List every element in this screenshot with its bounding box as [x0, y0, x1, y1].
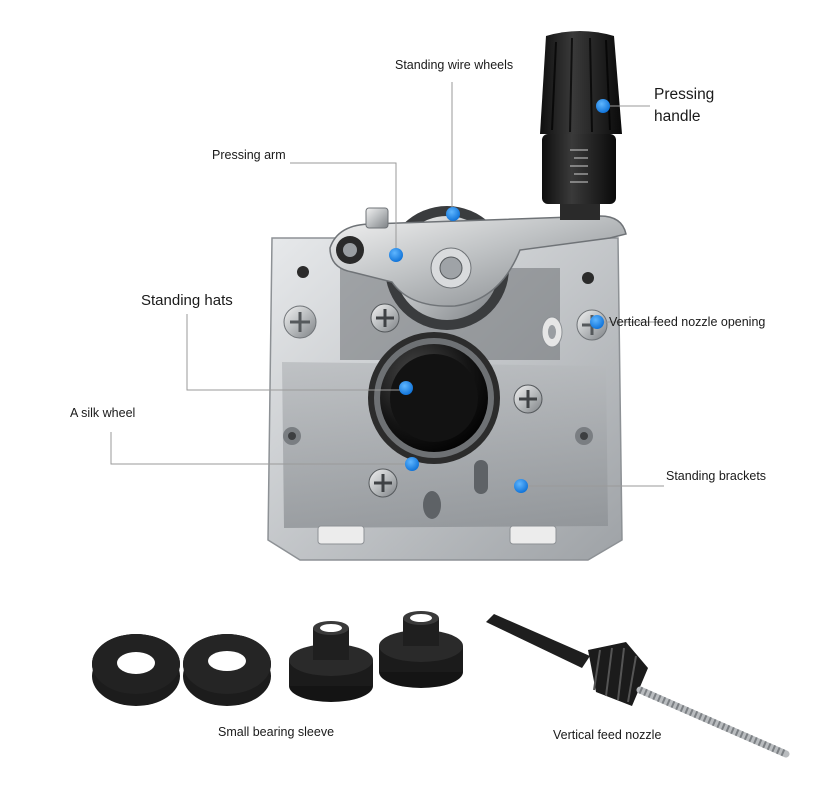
label-pressing-arm: Pressing arm [212, 148, 286, 162]
label-a-silk-wheel: A silk wheel [70, 406, 136, 420]
leader-lines [110, 82, 664, 487]
label-standing-wire-wheels: Standing wire wheels [395, 58, 514, 72]
marker-pressing-arm [389, 248, 403, 262]
marker-pressing-handle [596, 99, 610, 113]
pressing-handle [540, 31, 622, 220]
label-vertical-feed-nozzle-opening: Vertical feed nozzle opening [609, 315, 766, 329]
marker-silk-wheel [405, 457, 419, 471]
nozzle-opening-fitting [541, 316, 563, 348]
bearing-sleeve-flat-2 [183, 634, 271, 706]
label-standing-hats: Standing hats [141, 292, 233, 309]
vertical-feed-nozzle-part [486, 614, 790, 758]
bearing-sleeve-flanged-2 [379, 611, 463, 688]
marker-standing-brackets [514, 479, 528, 493]
label-vertical-feed-nozzle: Vertical feed nozzle [553, 728, 662, 742]
marker-nozzle-opening [590, 315, 604, 329]
label-small-bearing-sleeve: Small bearing sleeve [218, 725, 335, 739]
label-pressing-handle-line1: Pressing [654, 86, 715, 103]
callout-markers [389, 99, 610, 493]
label-pressing-handle: Pressing handle [654, 84, 714, 128]
label-pressing-handle-line2: handle [654, 108, 701, 125]
marker-standing-hats [399, 381, 413, 395]
bearing-sleeve-flanged-1 [289, 621, 373, 702]
pressing-arm [329, 207, 627, 307]
standing-hat-knob [368, 332, 500, 464]
bearing-sleeve-flat-1 [92, 634, 180, 706]
marker-standing-wire-wheels [446, 207, 460, 221]
label-standing-brackets: Standing brackets [666, 469, 767, 483]
